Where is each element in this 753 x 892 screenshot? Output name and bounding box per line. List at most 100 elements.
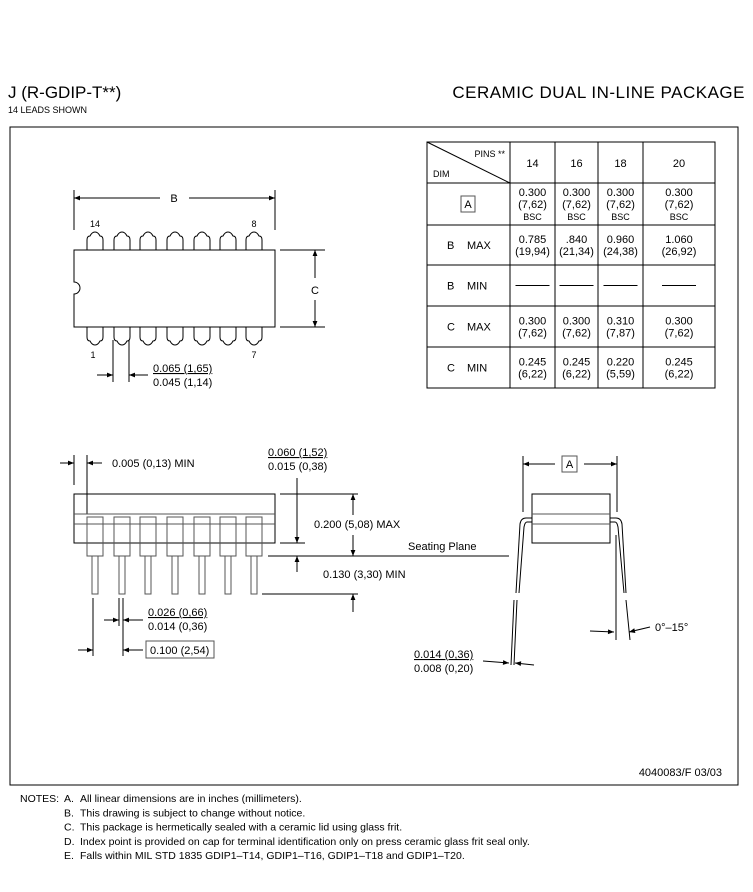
pin-top (113, 231, 131, 250)
table-cell: (7,62) (665, 328, 694, 340)
note-text: All linear dimensions are in inches (mil… (80, 793, 302, 805)
lead-shoulder (219, 516, 237, 557)
pin-count-header: 20 (673, 158, 685, 170)
pin-top (166, 231, 184, 250)
leads-shown-label: 14 LEADS SHOWN (8, 105, 87, 115)
table-cell: (7,62) (518, 328, 547, 340)
table-cell: (21,34) (559, 246, 594, 258)
end-view: A 0°–15° 0.014 (0,36) 0.008 (0,20) (414, 455, 688, 675)
table-cell: BSC (670, 212, 689, 222)
package-designator: J (R-GDIP-T**) (8, 83, 121, 102)
table-cell: 0.300 (563, 187, 591, 199)
table-cell: (6,22) (665, 369, 694, 381)
pin-bottom (193, 327, 211, 346)
pin-bottom (86, 327, 104, 346)
table-cell: BSC (611, 212, 630, 222)
notes: NOTES: A.All linear dimensions are in in… (20, 793, 530, 862)
lead-width-min: 0.014 (0,36) (148, 621, 207, 633)
lead-width-max: 0.026 (0,66) (148, 607, 207, 619)
row-qualifier: MAX (467, 322, 492, 334)
notes-label: NOTES: (20, 793, 59, 805)
lead (224, 556, 232, 595)
table-cell: (7,62) (562, 328, 591, 340)
table-cell: 0.220 (607, 357, 635, 369)
pin-bottom (166, 327, 184, 346)
lead (91, 556, 99, 595)
table-cell: 0.310 (607, 316, 635, 328)
note-text: Index point is provided on cap for termi… (80, 836, 530, 848)
pins-label: PINS ** (474, 149, 505, 159)
drawing-number: 4040083/F 03/03 (639, 767, 722, 779)
pin-bottom (113, 327, 131, 346)
pin-top (193, 231, 211, 250)
row-dim: B (447, 281, 454, 293)
lead (118, 556, 126, 595)
table-cell: 1.060 (665, 234, 693, 246)
note-text: This package is hermetically sealed with… (80, 822, 402, 834)
lead-shoulder (193, 516, 211, 557)
table-cell: (24,38) (603, 246, 638, 258)
package-body-end (531, 493, 611, 544)
pin-bottom (139, 327, 157, 346)
pin-bottom (245, 327, 263, 346)
table-cell: BSC (523, 212, 542, 222)
lead-shoulder (113, 516, 131, 557)
table-cell: 0.300 (563, 316, 591, 328)
table-cell: BSC (567, 212, 586, 222)
package-name: CERAMIC DUAL IN-LINE PACKAGE (452, 83, 745, 102)
standoff-max: 0.060 (1,52) (268, 447, 327, 459)
lead (198, 556, 206, 595)
note-letter: B. (64, 807, 74, 819)
row-dim: C (447, 322, 455, 334)
row-dim: A (464, 199, 472, 211)
lead-left (515, 517, 532, 594)
lead-thickness-max: 0.014 (0,36) (414, 649, 473, 661)
package-body-top (73, 249, 276, 328)
pin-top (86, 231, 104, 250)
side-view: 0.005 (0,13) MIN 0.060 (1,52) 0.015 (0,3… (60, 447, 509, 659)
drawing-frame (9, 126, 739, 786)
pin-width-max: 0.065 (1,65) (153, 363, 212, 375)
pin-7-label: 7 (251, 350, 256, 360)
note-letter: E. (64, 850, 74, 862)
standoff-min: 0.015 (0,38) (268, 461, 327, 473)
pin-count-header: 16 (570, 158, 582, 170)
table-cell: 0.245 (563, 357, 591, 369)
table-cell: (26,92) (662, 246, 697, 258)
pin-count-header: 14 (526, 158, 538, 170)
table-cell: 0.785 (519, 234, 547, 246)
pin-width-min: 0.045 (1,14) (153, 377, 212, 389)
table-cell: (6,22) (518, 369, 547, 381)
table-cell: 0.300 (519, 187, 547, 199)
lead-thickness-min: 0.008 (0,20) (414, 663, 473, 675)
pin-top (139, 231, 157, 250)
pin-top (245, 231, 263, 250)
row-dim: B (447, 240, 454, 252)
table-cell: (19,94) (515, 246, 550, 258)
table-cell: (5,59) (606, 369, 635, 381)
lead (171, 556, 179, 595)
dim-label: DIM (433, 169, 450, 179)
table-cell: (7,62) (606, 199, 635, 211)
header-diagonal (426, 141, 511, 184)
pin-14-label: 14 (90, 219, 100, 229)
table-cell: 0.300 (607, 187, 635, 199)
dim-b-label: B (170, 193, 177, 205)
lead (250, 556, 258, 595)
table-cell: (7,62) (562, 199, 591, 211)
lead-shoulder (166, 516, 184, 557)
top-view: B 14 8 1 7 C 0.065 (1,65) 0.045 (1,14) (73, 190, 325, 389)
note-letter: C. (64, 822, 75, 834)
lead-angle-dim: 0°–15° (655, 622, 688, 634)
lead-length-dim: 0.130 (3,30) MIN (323, 569, 406, 581)
table-cell: 0.245 (519, 357, 547, 369)
note-text: Falls within MIL STD 1835 GDIP1–T14, GDI… (80, 850, 465, 862)
table-cell: 0.300 (665, 187, 693, 199)
table-cell: (6,22) (562, 369, 591, 381)
pitch-dim: 0.100 (2,54) (150, 645, 209, 657)
note-letter: D. (64, 836, 75, 848)
table-cell: (7,87) (606, 328, 635, 340)
table-cell: (7,62) (665, 199, 694, 211)
